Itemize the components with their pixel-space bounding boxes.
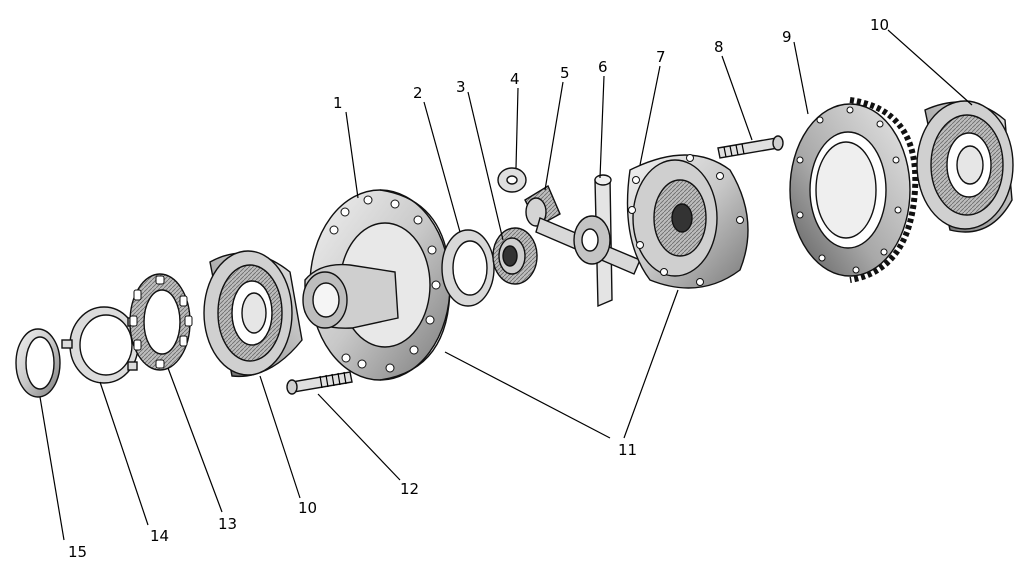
label-8: 8 xyxy=(714,38,724,56)
label-10-left: 10 xyxy=(298,499,317,517)
part-10-bearing-left xyxy=(203,250,303,378)
part-2-thrust-washer xyxy=(441,229,495,307)
part-4-small-washer xyxy=(497,167,527,193)
label-10-right: 10 xyxy=(870,16,889,34)
part-7-case-half xyxy=(626,154,749,289)
label-7: 7 xyxy=(656,48,666,66)
label-6: 6 xyxy=(598,58,608,76)
label-11: 11 xyxy=(618,441,637,459)
label-15: 15 xyxy=(68,543,87,561)
part-8-bolt xyxy=(717,135,784,159)
part-13-roller-cage xyxy=(129,273,193,371)
callout-labels: 1 2 3 4 5 6 7 8 9 10 11 12 13 10 14 15 xyxy=(68,16,889,561)
part-6-spider-cross xyxy=(535,174,641,308)
part-15-snap-ring xyxy=(15,328,61,398)
label-2: 2 xyxy=(413,84,423,102)
label-9: 9 xyxy=(782,28,792,46)
label-3: 3 xyxy=(456,78,466,96)
label-5: 5 xyxy=(560,64,570,82)
part-9-ring-gear xyxy=(789,97,919,283)
label-13: 13 xyxy=(218,515,237,533)
part-12-bolt xyxy=(286,371,353,395)
part-1-case-flange xyxy=(302,189,451,381)
label-4: 4 xyxy=(510,70,520,88)
label-12: 12 xyxy=(400,480,419,498)
label-14: 14 xyxy=(150,527,169,545)
part-14-tab-washer xyxy=(61,306,139,384)
part-10-bearing-right xyxy=(916,100,1014,233)
label-1: 1 xyxy=(333,94,343,112)
leader-lines xyxy=(39,29,973,541)
part-3-side-gear xyxy=(492,227,538,285)
